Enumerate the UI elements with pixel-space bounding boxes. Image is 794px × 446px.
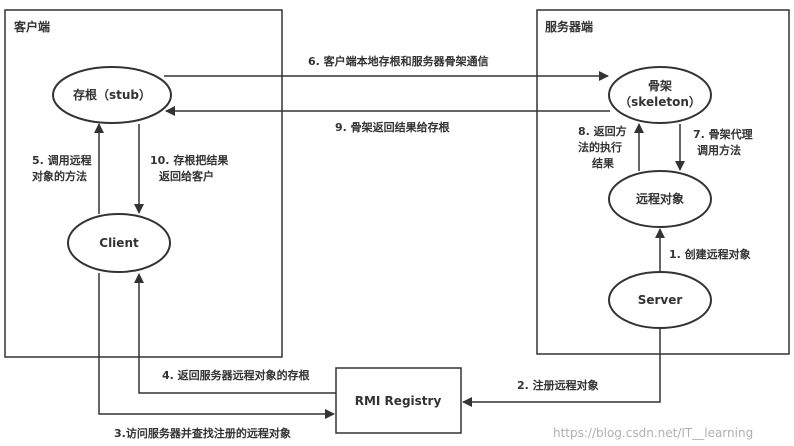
step-1-label: 1. 创建远程对象 bbox=[669, 247, 751, 261]
skeleton-label-1: 骨架 bbox=[648, 78, 672, 93]
registry-box bbox=[335, 367, 462, 434]
arrow-step-4 bbox=[134, 273, 336, 394]
server-side-box bbox=[536, 9, 790, 355]
arrow-step-2 bbox=[462, 329, 661, 407]
stub-label: 存根（stub） bbox=[72, 87, 151, 102]
step-9-label: 9. 骨架返回结果给存根 bbox=[335, 120, 451, 134]
arrow-step-3 bbox=[98, 273, 335, 419]
client-side-box bbox=[4, 9, 283, 358]
step-8-label-3: 结果 bbox=[591, 156, 614, 170]
client-node bbox=[67, 213, 171, 273]
remote-object-node bbox=[608, 170, 712, 228]
step-2-label: 2. 注册远程对象 bbox=[517, 378, 599, 392]
step-5-label-1: 5. 调用远程 bbox=[32, 153, 92, 167]
step-7-label-1: 7. 骨架代理 bbox=[693, 127, 753, 141]
step-7-label-2: 调用方法 bbox=[697, 143, 741, 157]
step-6-label: 6. 客户端本地存根和服务器骨架通信 bbox=[308, 54, 489, 68]
server-side-title: 服务器端 bbox=[545, 19, 593, 34]
watermark: https://blog.csdn.net/IT__learning bbox=[553, 426, 753, 440]
server-label: Server bbox=[638, 293, 683, 307]
step-8-label-1: 8. 返回方 bbox=[578, 124, 627, 138]
step-10-label-2: 返回给客户 bbox=[159, 169, 214, 183]
step-8-label-2: 法的执行 bbox=[578, 140, 622, 154]
registry-label: RMI Registry bbox=[355, 394, 442, 408]
step-5-label-2: 对象的方法 bbox=[32, 169, 87, 183]
step-3-label: 3.访问服务器并查找注册的远程对象 bbox=[114, 426, 291, 440]
step-4-label: 4. 返回服务器远程对象的存根 bbox=[162, 368, 311, 382]
stub-node bbox=[52, 66, 172, 124]
server-node bbox=[608, 271, 712, 329]
client-side-title: 客户端 bbox=[13, 19, 50, 34]
step-10-label-1: 10. 存根把结果 bbox=[150, 153, 228, 167]
skeleton-node bbox=[608, 66, 712, 124]
remote-object-label: 远程对象 bbox=[636, 191, 684, 206]
skeleton-label-2: （skeleton） bbox=[619, 94, 701, 109]
client-label: Client bbox=[99, 236, 139, 250]
